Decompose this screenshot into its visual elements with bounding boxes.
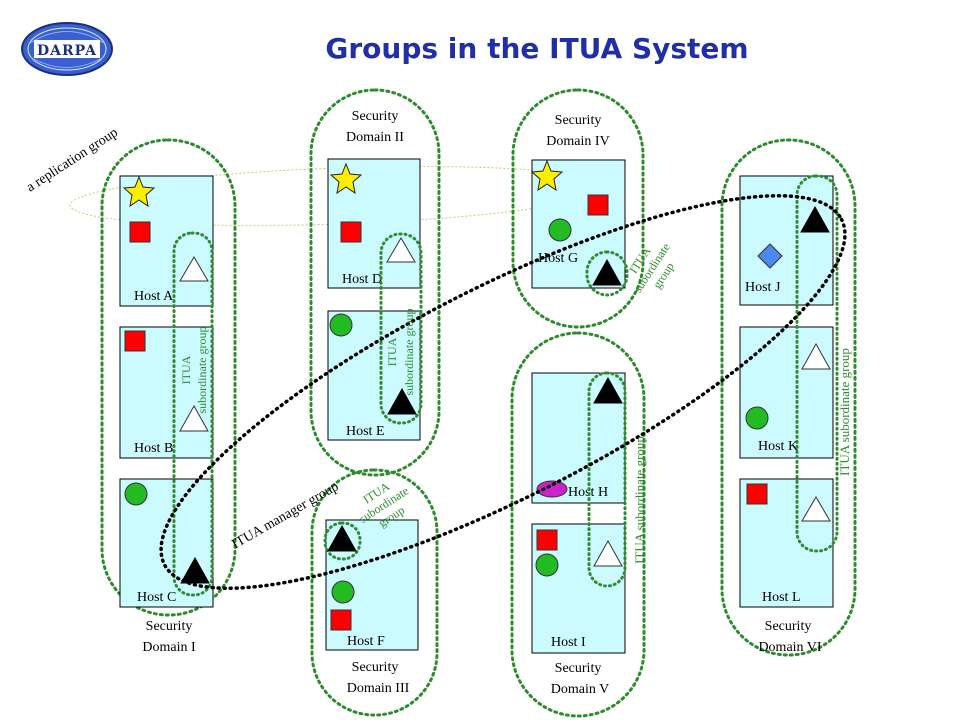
triangle-filled-icon [180, 556, 210, 584]
host-e-label: Host E [346, 424, 385, 439]
host-f-label: Host F [347, 634, 385, 649]
subgroup-label-domain-1-line2: subordinate group [195, 327, 209, 414]
triangle-outline-icon [179, 404, 209, 432]
domain-outline-4 [511, 88, 645, 329]
subgroup-label-domain-1-line1: ITUA [179, 355, 193, 384]
domain-outline-2 [309, 88, 441, 477]
host-d-label: Host D [342, 272, 382, 287]
domain-6-label-line2: Domain VI [758, 640, 821, 655]
host-k-label: Host K [758, 439, 798, 454]
host-k: Host K [739, 326, 834, 459]
triangle-filled-icon [592, 258, 622, 286]
triangle-outline-icon [593, 539, 623, 567]
host-a-label: Host A [134, 289, 174, 304]
subgroup-outline-domain-6 [795, 174, 839, 553]
circle-icon [331, 580, 355, 604]
domain-4-label-line1: Security [555, 113, 602, 128]
circle-icon [535, 553, 559, 577]
star-icon [122, 175, 156, 208]
host-i-label: Host I [551, 635, 586, 650]
ellipse-icon [536, 480, 568, 498]
triangle-outline-icon [179, 256, 209, 282]
triangle-filled-icon [800, 205, 830, 233]
domain-5-label-line1: Security [555, 661, 602, 676]
domain-outline-3 [310, 468, 439, 717]
host-c-label: Host C [137, 590, 176, 605]
subgroup-label-domain-2-line2: subordinate group [402, 309, 416, 396]
circle-icon [124, 482, 148, 506]
subgroup-label-domain-6: ITUA subordinate group [837, 348, 852, 476]
domain-6-label-line1: Security [765, 619, 812, 634]
square-icon [587, 194, 609, 216]
subgroup-label-domain-5: ITUA subordinate group [632, 436, 647, 564]
logo-text: DARPA [37, 43, 97, 59]
darpa-logo: DARPA [21, 22, 113, 76]
circle-icon [329, 313, 353, 337]
triangle-outline-icon [801, 496, 831, 522]
domain-1-label-line2: Domain I [142, 640, 196, 655]
domain-outline-1 [100, 138, 237, 617]
domain-3-label-line1: Security [352, 660, 399, 675]
subgroup-outline-domain-1 [172, 231, 214, 597]
triangle-outline-icon [801, 342, 831, 370]
square-icon [129, 221, 151, 243]
triangle-filled-icon [387, 387, 417, 415]
circle-icon [745, 406, 769, 430]
subgroup-outline-domain-3 [323, 521, 362, 561]
square-icon [330, 609, 352, 631]
domain-2-label-line2: Domain II [346, 130, 404, 145]
page-title: Groups in the ITUA System [325, 32, 748, 65]
star-icon [329, 162, 363, 195]
domain-5-label-line2: Domain V [551, 682, 609, 697]
subgroup-label-domain-2-line1: ITUA [385, 337, 399, 366]
manager-group-outline [159, 193, 847, 591]
subgroup-outline-domain-4 [585, 250, 629, 297]
square-icon [340, 221, 362, 243]
host-b-label: Host B [134, 441, 173, 456]
domain-outline-5 [510, 331, 646, 718]
circle-icon [548, 218, 572, 242]
domain-1-label-line1: Security [146, 619, 193, 634]
domain-2-label-line1: Security [352, 109, 399, 124]
domain-3-label-line2: Domain III [347, 681, 410, 696]
triangle-outline-icon [386, 237, 416, 263]
domain-outline-6 [720, 138, 857, 657]
domain-4-label-line2: Domain IV [546, 134, 609, 149]
square-icon [536, 529, 558, 551]
triangle-filled-icon [327, 524, 357, 552]
host-j-label: Host J [745, 280, 781, 295]
diamond-icon [757, 243, 783, 269]
square-icon [746, 483, 768, 505]
star-icon [530, 159, 564, 192]
subgroup-outline-domain-2 [379, 232, 423, 425]
subgroup-outline-domain-5 [587, 371, 627, 588]
host-l-label: Host L [762, 590, 801, 605]
square-icon [124, 330, 146, 352]
triangle-filled-icon [593, 376, 623, 404]
